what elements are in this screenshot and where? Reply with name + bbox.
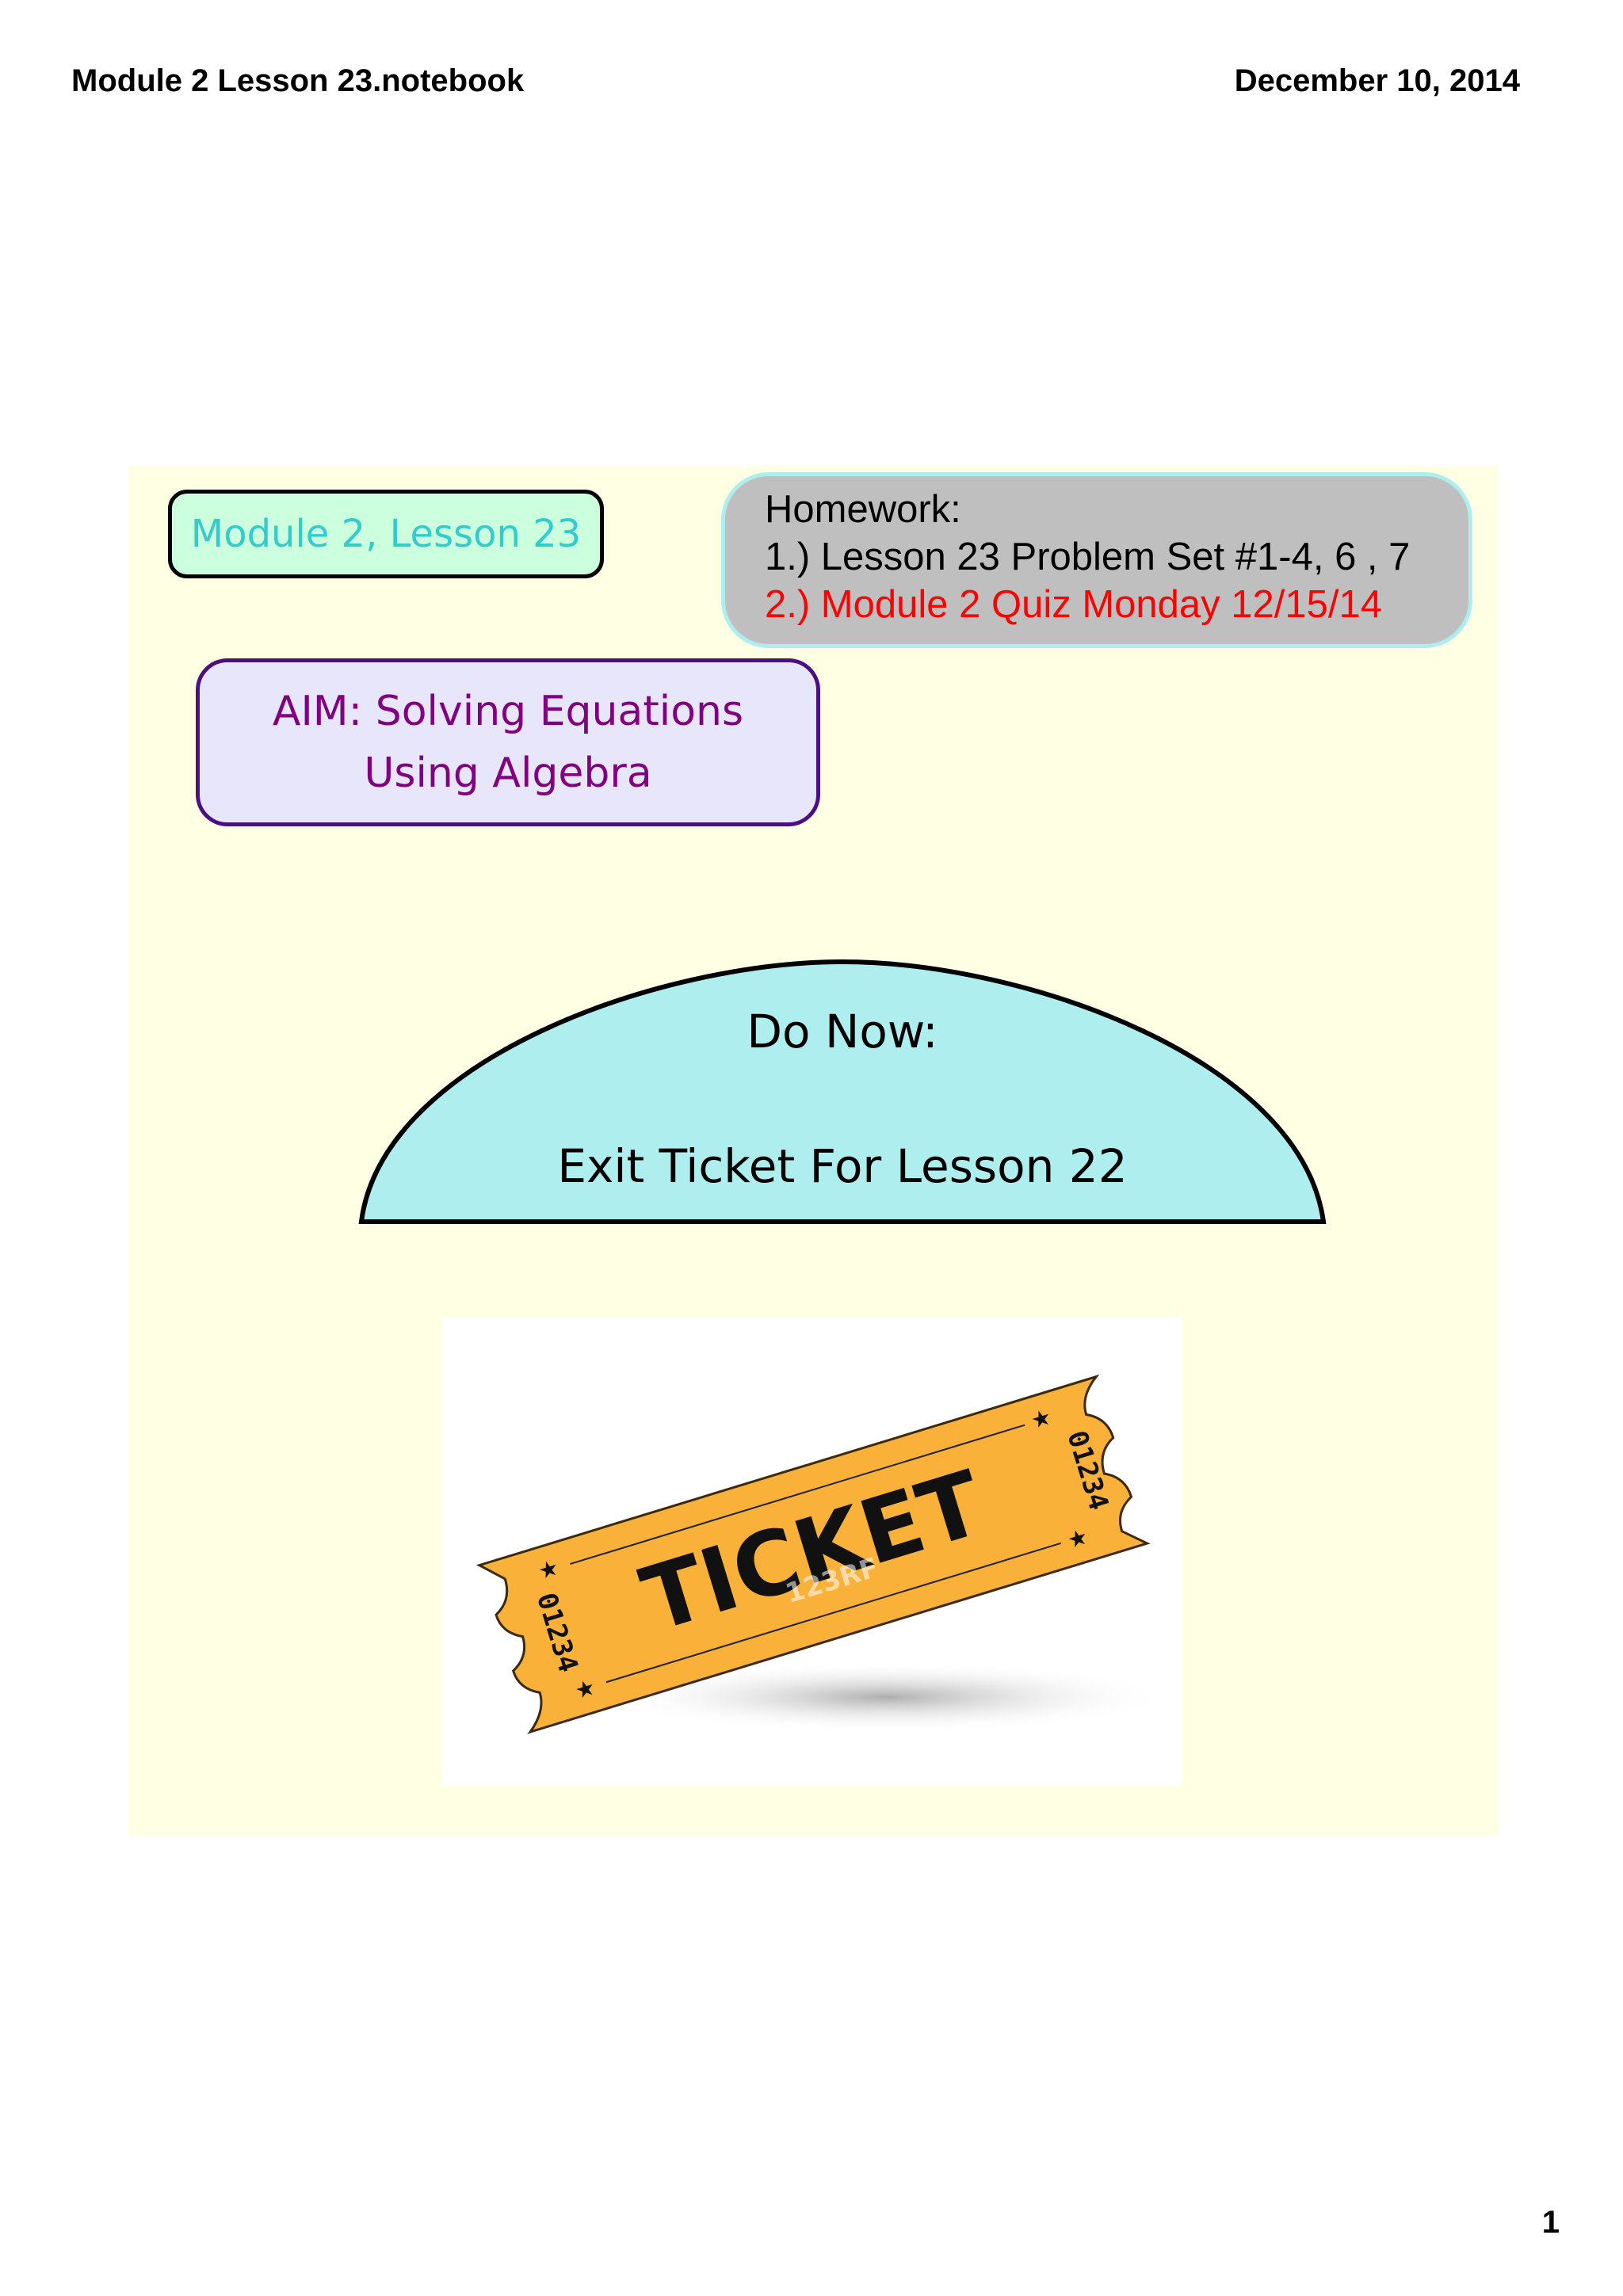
module-label: Module 2, Lesson 23 <box>190 512 582 556</box>
slide-canvas: Module 2, Lesson 23 Homework: 1.) Lesson… <box>128 466 1498 1835</box>
aim-line-2: Using Algebra <box>364 749 652 797</box>
do-now-title: Do Now: <box>747 1005 938 1058</box>
aim-line-1: AIM: Solving Equations <box>272 688 744 735</box>
homework-item-2: 2.) Module 2 Quiz Monday 12/15/14 <box>765 583 1383 626</box>
module-label-box: Module 2, Lesson 23 <box>168 490 604 578</box>
do-now-subtitle: Exit Ticket For Lesson 22 <box>557 1139 1128 1193</box>
do-now-dome <box>358 959 1327 1224</box>
ticket-shadow <box>601 1661 1171 1733</box>
aim-box: AIM: Solving Equations Using Algebra <box>196 658 820 826</box>
ticket-image: ★ ★ ★ ★ TICKET 123RF 01234 01234 <box>442 1317 1182 1786</box>
homework-box: Homework: 1.) Lesson 23 Problem Set #1-4… <box>721 472 1472 648</box>
homework-title: Homework: <box>765 488 961 531</box>
ticket-illustration: ★ ★ ★ ★ TICKET 123RF 01234 01234 <box>475 1374 1171 1734</box>
page-number: 1 <box>1541 2205 1560 2240</box>
page-date: December 10, 2014 <box>1234 63 1520 98</box>
homework-item-1: 1.) Lesson 23 Problem Set #1-4, 6 , 7 <box>765 536 1411 578</box>
notebook-filename: Module 2 Lesson 23.notebook <box>71 63 525 98</box>
ticket-body <box>475 1374 1151 1734</box>
